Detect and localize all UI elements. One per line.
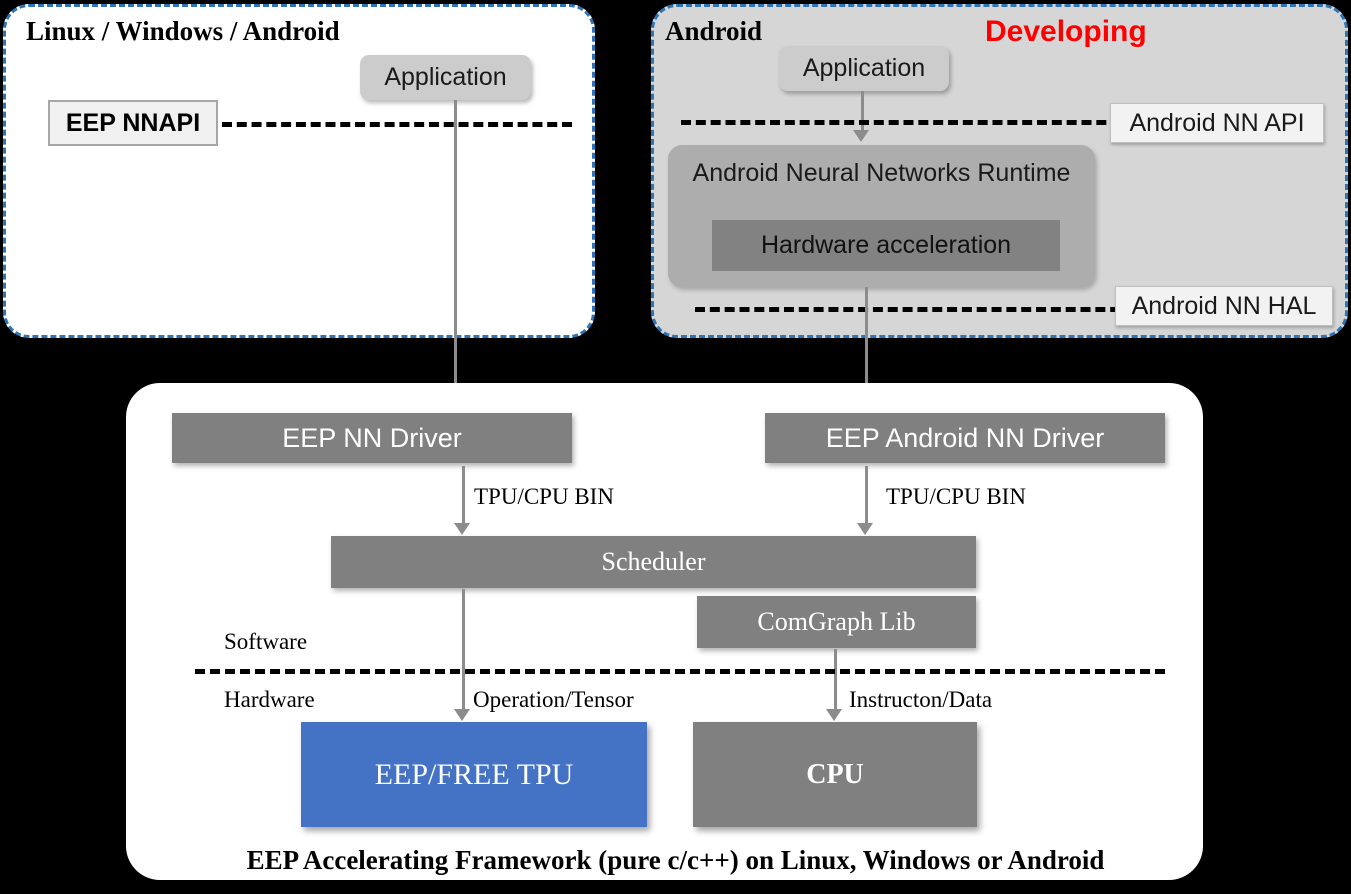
arrowhead-eep-nn-driver-to-scheduler bbox=[454, 523, 470, 535]
box-eep-nn-driver[interactable]: EEP NN Driver bbox=[172, 413, 572, 463]
connector-comgraph-to-cpu bbox=[834, 649, 837, 712]
panel-right-title: Android bbox=[665, 16, 763, 46]
box-hardware-acceleration[interactable]: Hardware acceleration bbox=[712, 220, 1060, 271]
box-right-application[interactable]: Application bbox=[779, 46, 949, 91]
box-comgraph-lib[interactable]: ComGraph Lib bbox=[697, 596, 976, 648]
divider-software-hardware bbox=[195, 669, 1165, 674]
box-android-nn-api[interactable]: Android NN API bbox=[1110, 103, 1324, 143]
box-android-nn-hal[interactable]: Android NN HAL bbox=[1115, 286, 1333, 326]
box-eep-nnapi[interactable]: EEP NNAPI bbox=[48, 100, 218, 146]
status-badge-developing: Developing bbox=[985, 15, 1147, 48]
connector-runtime-to-eep-android-nn-driver bbox=[865, 287, 868, 398]
box-left-application[interactable]: Application bbox=[360, 55, 531, 100]
label-operation-tensor: Operation/Tensor bbox=[473, 687, 634, 712]
arrowhead-scheduler-to-tpu bbox=[454, 709, 470, 721]
box-eep-free-tpu[interactable]: EEP/FREE TPU bbox=[301, 722, 647, 827]
divider-android-nn-hal-line bbox=[695, 307, 1135, 312]
label-software: Software bbox=[224, 629, 308, 654]
arrowhead-comgraph-to-cpu bbox=[826, 709, 842, 721]
panel-bottom-caption: EEP Accelerating Framework (pure c/c++) … bbox=[246, 845, 1105, 875]
box-scheduler[interactable]: Scheduler bbox=[331, 536, 976, 588]
divider-eep-nnapi-line bbox=[222, 122, 572, 127]
label-hardware: Hardware bbox=[224, 687, 315, 712]
label-instruction-data: Instructon/Data bbox=[849, 687, 993, 712]
arrowhead-eep-android-nn-driver-to-scheduler bbox=[857, 523, 873, 535]
connector-left-app-to-eep-nn-driver bbox=[454, 100, 457, 399]
panel-left-title: Linux / Windows / Android bbox=[26, 16, 340, 46]
connector-eep-android-nn-driver-to-scheduler bbox=[865, 466, 868, 524]
divider-android-nn-api-line bbox=[681, 120, 1136, 125]
arrowhead-right-app-to-runtime bbox=[853, 130, 869, 142]
box-eep-android-nn-driver[interactable]: EEP Android NN Driver bbox=[765, 413, 1165, 463]
connector-scheduler-to-tpu bbox=[462, 589, 465, 712]
label-tpu-cpu-bin-left: TPU/CPU BIN bbox=[474, 484, 614, 509]
label-tpu-cpu-bin-right: TPU/CPU BIN bbox=[886, 484, 1026, 509]
connector-eep-nn-driver-to-scheduler bbox=[462, 466, 465, 524]
connector-right-app-to-runtime bbox=[861, 91, 864, 131]
box-cpu[interactable]: CPU bbox=[693, 722, 977, 827]
